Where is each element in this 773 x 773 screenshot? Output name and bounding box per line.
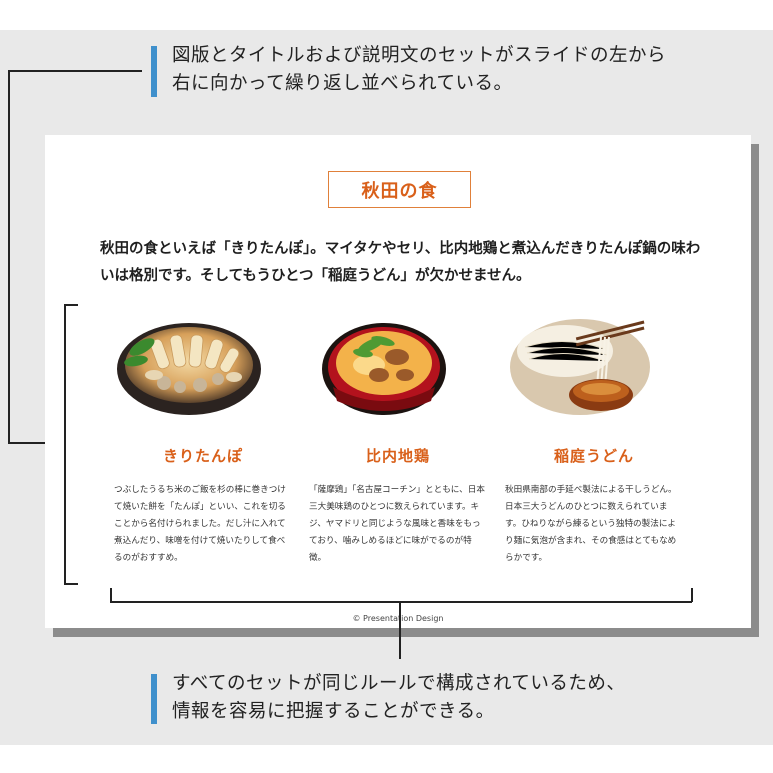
item-description: 「薩摩鶏」「名古屋コーチン」とともに、日本三大美味鶏のひとつに数えられています。… — [309, 485, 485, 563]
annotation-top-line-1: 図版とタイトルおよび説明文のセットがスライドの左から — [172, 45, 667, 66]
bottom-bracket-stem — [399, 601, 401, 659]
item-set-hinai-jidori: 比内地鶏 「薩摩鶏」「名古屋コーチン」とともに、日本三大美味鶏のひとつに数えられ… — [309, 317, 487, 567]
item-set-kiritanpo: きりたんぽ つぶしたうるち米のご飯を杉の棒に巻きつけて焼いた餅を「たんぽ」といい… — [114, 317, 292, 567]
annotation-bottom-line-2: 情報を容易に把握することができる。 — [172, 701, 495, 722]
items-bracket-top — [64, 304, 78, 306]
inaniwa-udon-photo — [510, 319, 650, 415]
bracket-top-horizontal — [8, 70, 142, 72]
annotation-top-line-2: 右に向かって繰り返し並べられている。 — [172, 73, 513, 94]
annotation-bottom-bar — [151, 674, 157, 724]
bottom-bracket-horizontal — [110, 601, 692, 603]
bottom-bracket-right — [691, 588, 693, 602]
slide-lead-text: 秋田の食といえば「きりたんぽ」。マイタケやセリ、比内地鶏と煮込んだきりたんぽ鍋の… — [100, 241, 701, 284]
slide-title-box: 秋田の食 — [328, 171, 471, 208]
item-description: 秋田県南部の手延べ製法による干しうどん。日本三大うどんのひとつに数えられています… — [505, 485, 677, 563]
item-set-inaniwa-udon: 稲庭うどん 秋田県南部の手延べ製法による干しうどん。日本三大うどんのひとつに数え… — [505, 317, 683, 567]
item-title: 比内地鶏 — [365, 447, 430, 465]
annotation-top-bar — [151, 46, 157, 97]
bottom-bracket-left — [110, 588, 112, 602]
items-bracket-vertical — [64, 304, 66, 584]
annotation-bottom: すべてのセットが同じルールで構成されているため、 情報を容易に把握することができ… — [172, 670, 625, 726]
annotation-bottom-line-1: すべてのセットが同じルールで構成されているため、 — [172, 673, 626, 694]
items-bracket-bottom — [64, 583, 78, 585]
slide: 秋田の食 秋田の食といえば「きりたんぽ」。マイタケやセリ、比内地鶏と煮込んだきり… — [45, 135, 751, 628]
slide-title: 秋田の食 — [361, 180, 438, 202]
bracket-mid-horizontal — [8, 442, 64, 444]
item-title: きりたんぽ — [162, 447, 243, 465]
slide-credit: © Presentation Design — [352, 614, 444, 623]
item-description: つぶしたうるち米のご飯を杉の棒に巻きつけて焼いた餅を「たんぽ」といい、これを切る… — [114, 485, 286, 563]
annotation-top: 図版とタイトルおよび説明文のセットがスライドの左から 右に向かって繰り返し並べら… — [172, 42, 666, 98]
oyakodon-photo — [322, 323, 446, 415]
bracket-left-vertical — [8, 70, 10, 443]
kiritanpo-nabe-photo — [117, 323, 261, 415]
item-title: 稲庭うどん — [553, 447, 634, 465]
